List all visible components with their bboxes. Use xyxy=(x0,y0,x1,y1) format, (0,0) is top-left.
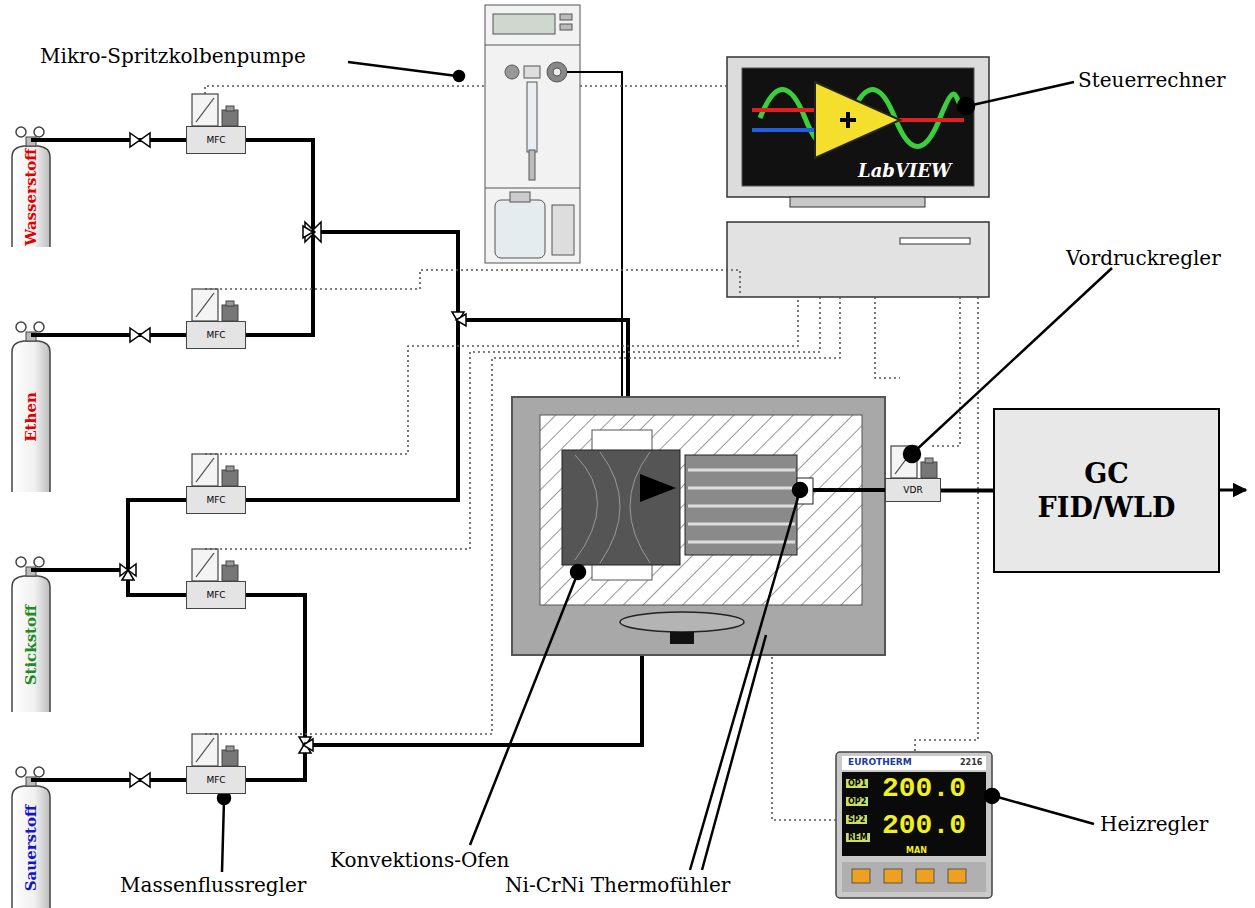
status-led: SP2 xyxy=(846,815,867,824)
device-tag: VDR xyxy=(903,486,922,495)
device-tag: MFC xyxy=(206,331,225,340)
part-label: Massenflussregler xyxy=(120,873,306,897)
status-led: OP2 xyxy=(846,797,868,806)
part-label: Mikro-Spritzkolbenpumpe xyxy=(40,44,306,68)
gas-line xyxy=(54,778,186,782)
status-led: REM xyxy=(846,833,870,842)
gas-name: Ethen xyxy=(22,392,40,442)
convection-oven xyxy=(512,397,885,655)
gas-cylinder: Ethen xyxy=(8,320,54,492)
gas-line xyxy=(54,500,186,570)
gas-name: Stickstoff xyxy=(22,604,40,685)
device-tag: MFC xyxy=(206,776,225,785)
model-number: 2216 xyxy=(960,758,982,767)
display-value: 200.0 xyxy=(882,810,966,841)
controller-box: VDR xyxy=(885,478,941,502)
device-tag: MFC xyxy=(206,591,225,600)
gas-line xyxy=(941,489,993,493)
brand-name: EUROTHERM xyxy=(848,757,912,767)
part-label: Ni-CrNi Thermofühler xyxy=(505,873,730,897)
software-logo: LabVIEW xyxy=(858,160,951,181)
gas-line xyxy=(54,138,186,142)
gas-cylinder: Stickstoff xyxy=(8,555,54,712)
status-led: OP1 xyxy=(846,779,868,788)
instrument-name: GC FID/WLD xyxy=(1032,457,1182,525)
device-tag: MFC xyxy=(206,496,225,505)
display-value: 200.0 xyxy=(882,773,966,804)
gas-name: Wasserstoff xyxy=(22,148,40,245)
part-label: Konvektions-Ofen xyxy=(330,848,509,872)
controller-box: MFC xyxy=(186,581,246,609)
controller-box: MFC xyxy=(186,126,246,154)
part-label: Heizregler xyxy=(1100,812,1208,836)
heat-controller xyxy=(836,752,992,898)
part-label: Vordruckregler xyxy=(1066,246,1221,270)
controller-box: MFC xyxy=(186,766,246,794)
gas-name: Sauerstoff xyxy=(22,804,40,891)
gas-chromatograph: GC FID/WLD xyxy=(993,408,1220,573)
device-tag: MFC xyxy=(206,136,225,145)
controller-box: MFC xyxy=(186,486,246,514)
controller-box: MFC xyxy=(186,321,246,349)
control-computer xyxy=(727,57,989,297)
part-label: Steuerrechner xyxy=(1078,68,1226,92)
gas-line xyxy=(54,333,186,337)
syringe-pump xyxy=(485,5,580,263)
mode-label: MAN xyxy=(906,846,927,855)
gas-cylinder: Sauerstoff xyxy=(8,765,54,908)
gas-cylinder: Wasserstoff xyxy=(8,125,54,247)
